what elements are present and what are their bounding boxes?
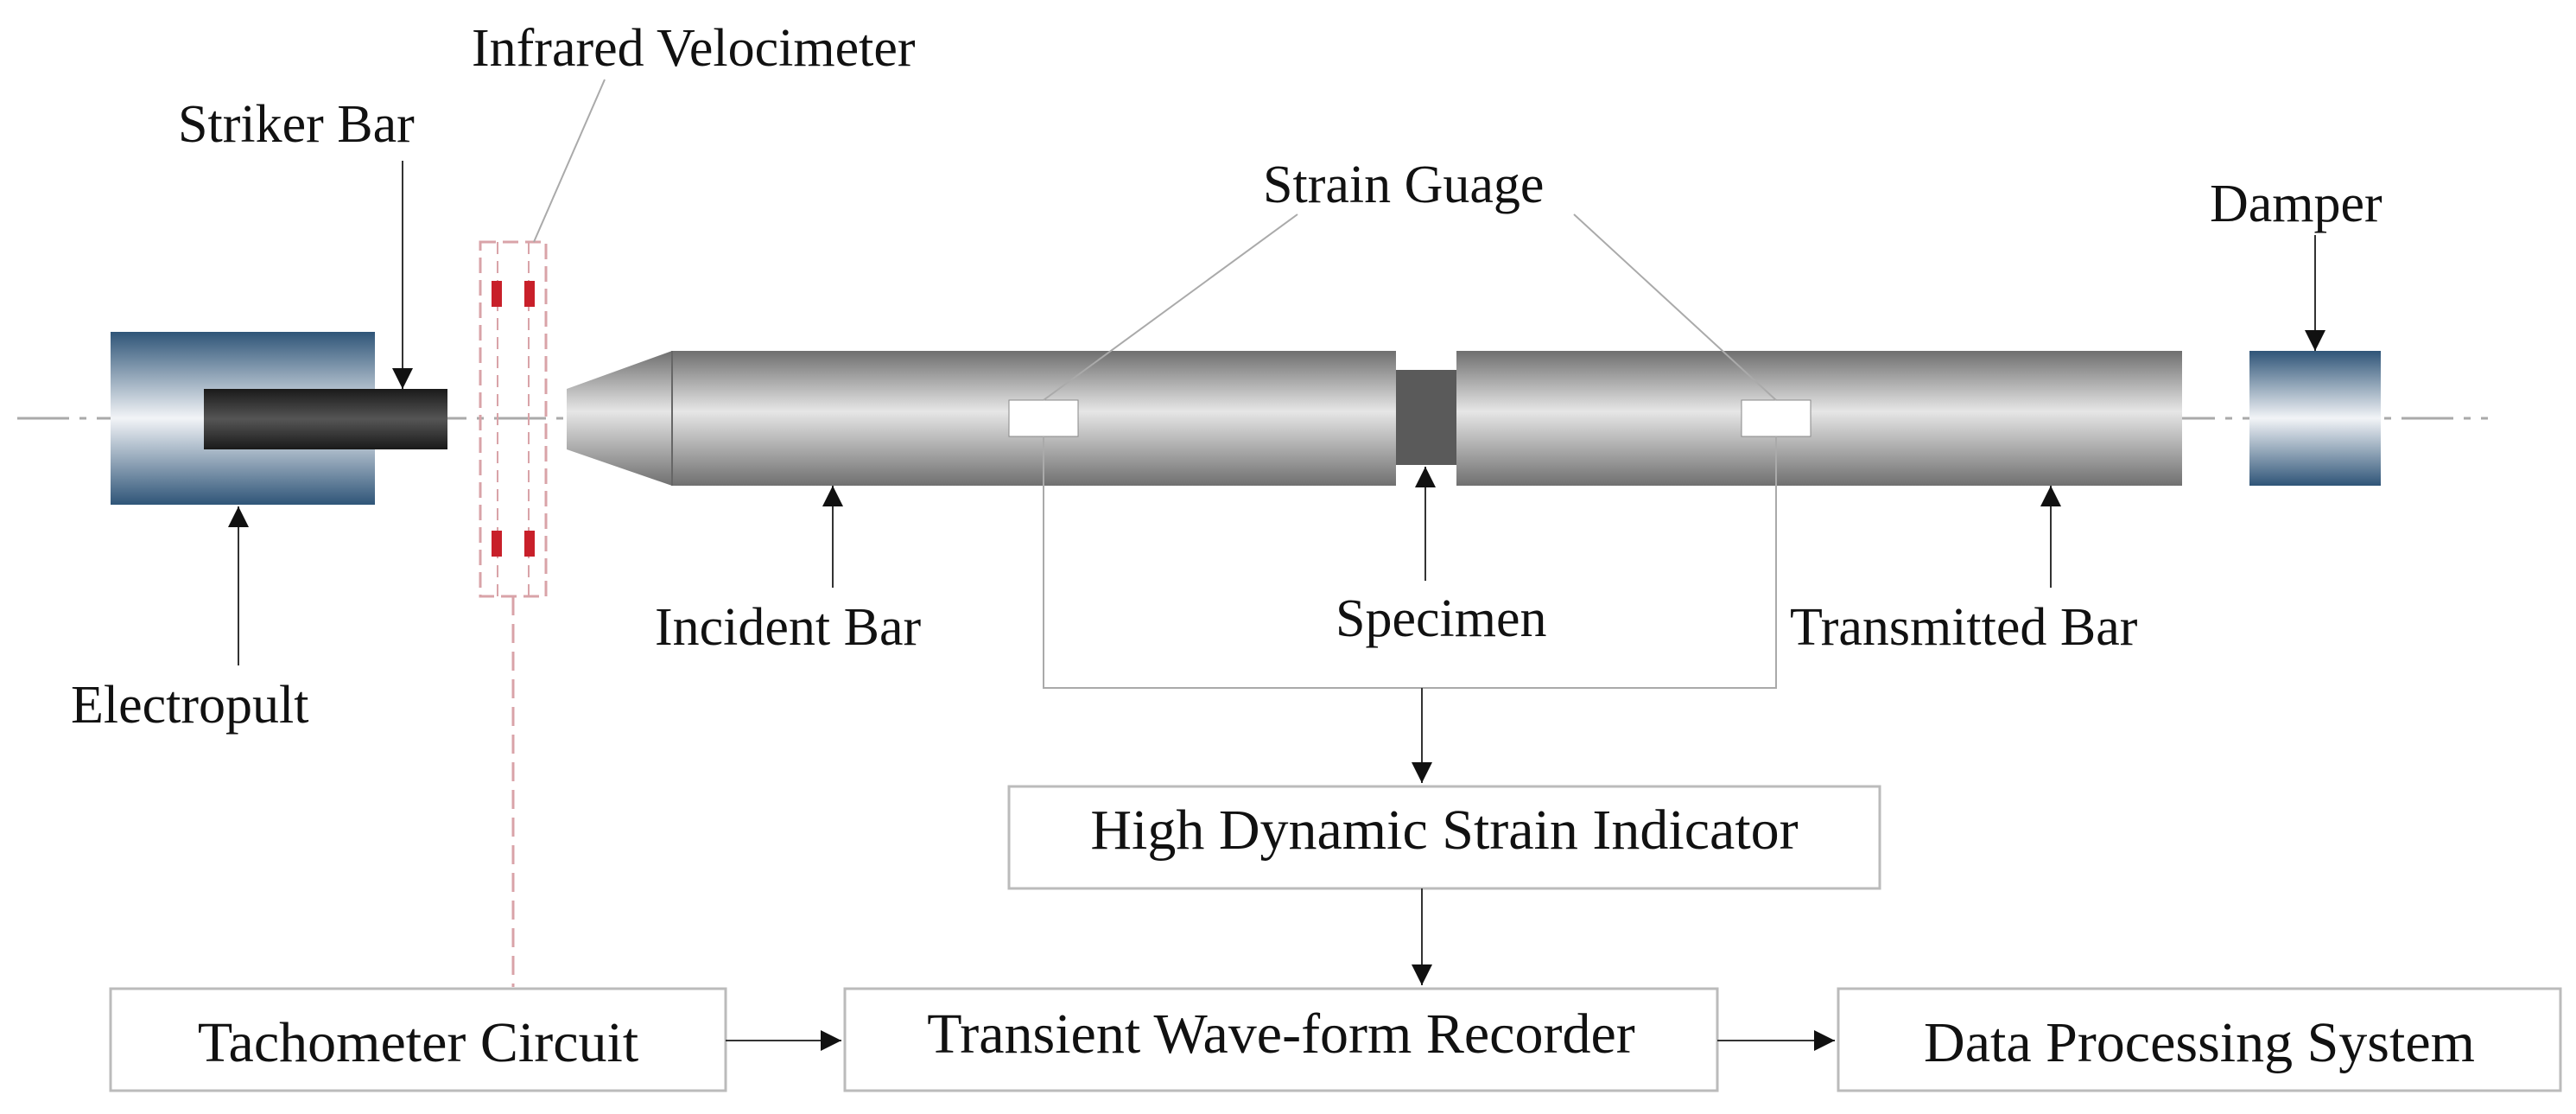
recorder-label: Transient Wave-form Recorder <box>927 1003 1634 1066</box>
strain-indicator-label: High Dynamic Strain Indicator <box>1090 799 1798 862</box>
label-electropult: Electropult <box>71 676 308 735</box>
infrared-velocimeter-leader <box>533 79 606 243</box>
label-infrared-velocimeter: Infrared Velocimeter <box>472 19 916 78</box>
striker-bar <box>204 389 447 449</box>
velocimeter-sensor-top-left <box>492 281 502 307</box>
strain-indicator-box <box>1007 785 1881 890</box>
transmitted-bar <box>1456 351 2182 486</box>
velocimeter-sensor-top-right <box>524 281 535 307</box>
tachometer-box <box>109 987 727 1092</box>
strain-gauge-transmitted <box>1741 399 1811 437</box>
label-incident-bar: Incident Bar <box>655 598 922 657</box>
strain-gauge-incident <box>1008 399 1079 437</box>
velocimeter-sensor-bottom-right <box>524 531 535 557</box>
data-processing-box <box>1837 987 2562 1092</box>
strain-gauge-leader-right <box>1573 213 1777 401</box>
strain-gauge-wiring <box>1043 436 1777 689</box>
damper <box>2249 351 2381 486</box>
label-striker-bar: Striker Bar <box>178 95 415 154</box>
label-damper: Damper <box>2210 175 2382 233</box>
data-processing-label: Data Processing System <box>1924 1011 2475 1074</box>
label-strain-gauge: Strain Guage <box>1263 156 1544 214</box>
tachometer-label: Tachometer Circuit <box>198 1011 638 1074</box>
strain-gauge-leader-left <box>1043 213 1298 401</box>
velocimeter-sensor-bottom-left <box>492 531 502 557</box>
incident-bar-tip <box>567 351 672 486</box>
label-specimen: Specimen <box>1336 589 1547 648</box>
label-transmitted-bar: Transmitted Bar <box>1790 598 2138 657</box>
specimen <box>1396 370 1456 465</box>
